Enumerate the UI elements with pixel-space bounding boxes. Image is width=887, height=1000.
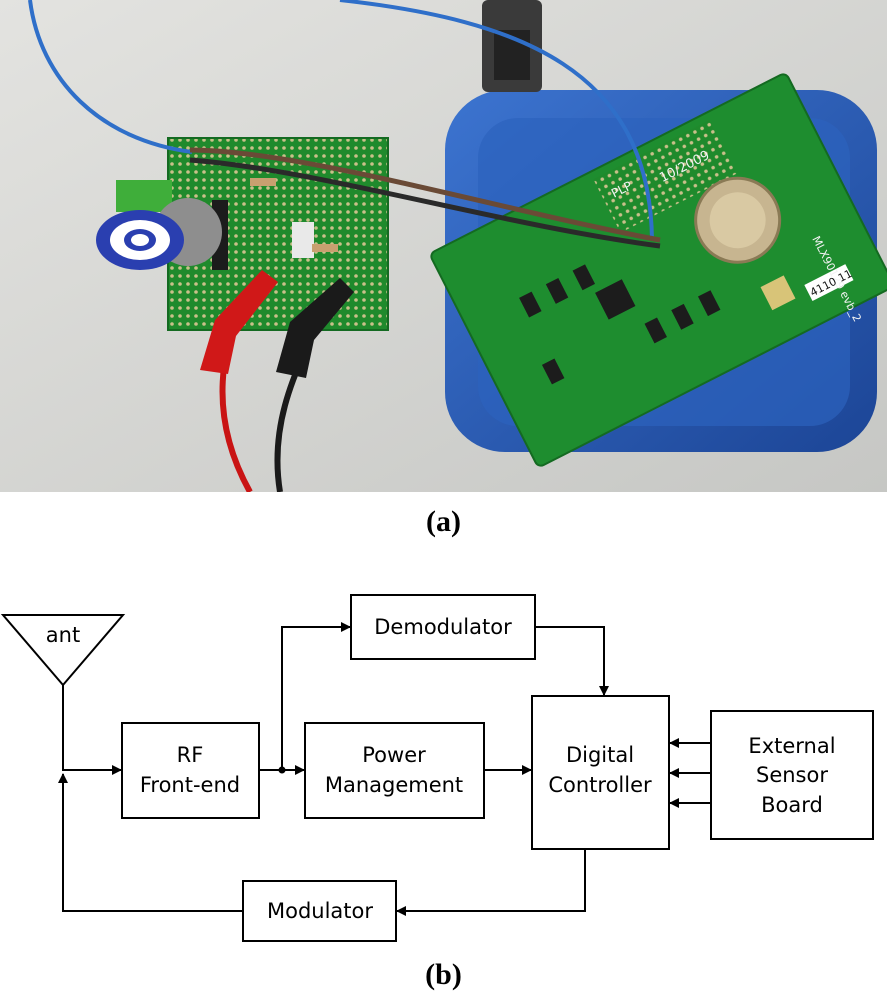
terminal-block <box>116 180 172 212</box>
external-sensor-block: External Sensor Board <box>710 710 874 840</box>
blue-wire-2 <box>339 0 654 241</box>
digital-controller-block: Digital Controller <box>531 695 670 850</box>
controller-to-modulator-line <box>396 849 586 916</box>
demodulator-label: Demodulator <box>374 615 512 639</box>
antenna-label: ant <box>46 623 80 647</box>
external-sensor-label-3: Board <box>761 793 823 817</box>
black-wire <box>189 157 661 249</box>
blue-wire <box>28 0 193 154</box>
rf-to-demodulator-line <box>281 622 351 770</box>
modulator-label: Modulator <box>267 899 373 923</box>
power-management-block: Power Management <box>304 722 485 819</box>
caption-a: (a) <box>426 505 461 538</box>
rf-frontend-label-2: Front-end <box>140 773 240 797</box>
rf-frontend-label-1: RF <box>177 743 204 767</box>
red-clip <box>200 270 278 374</box>
digital-controller-label-1: Digital <box>566 743 634 767</box>
brown-wire <box>189 147 661 243</box>
digital-controller-label-2: Controller <box>548 773 652 797</box>
antenna-block: ant <box>0 614 126 687</box>
caption-b: (b) <box>425 958 462 991</box>
hardware-photo: 10/2009 PLP MLX90129 evb_2 4110 11 <box>0 0 887 492</box>
demodulator-to-controller-line <box>535 626 609 696</box>
external-sensor-label-1: External <box>748 734 835 758</box>
rf-frontend-block: RF Front-end <box>121 722 260 819</box>
modulator-block: Modulator <box>242 880 397 942</box>
modulator-to-antenna-line <box>58 773 243 912</box>
block-diagram: ant RF Front-end Power Management Demodu… <box>0 594 874 942</box>
demodulator-block: Demodulator <box>350 594 536 660</box>
evaluation-board: 10/2009 PLP MLX90129 evb_2 4110 11 <box>430 73 887 467</box>
black-clip <box>276 278 354 378</box>
antenna-to-rf-line <box>62 685 122 775</box>
power-management-label-1: Power <box>362 743 426 767</box>
external-sensor-label-2: Sensor <box>756 763 828 787</box>
power-management-label-2: Management <box>325 773 463 797</box>
